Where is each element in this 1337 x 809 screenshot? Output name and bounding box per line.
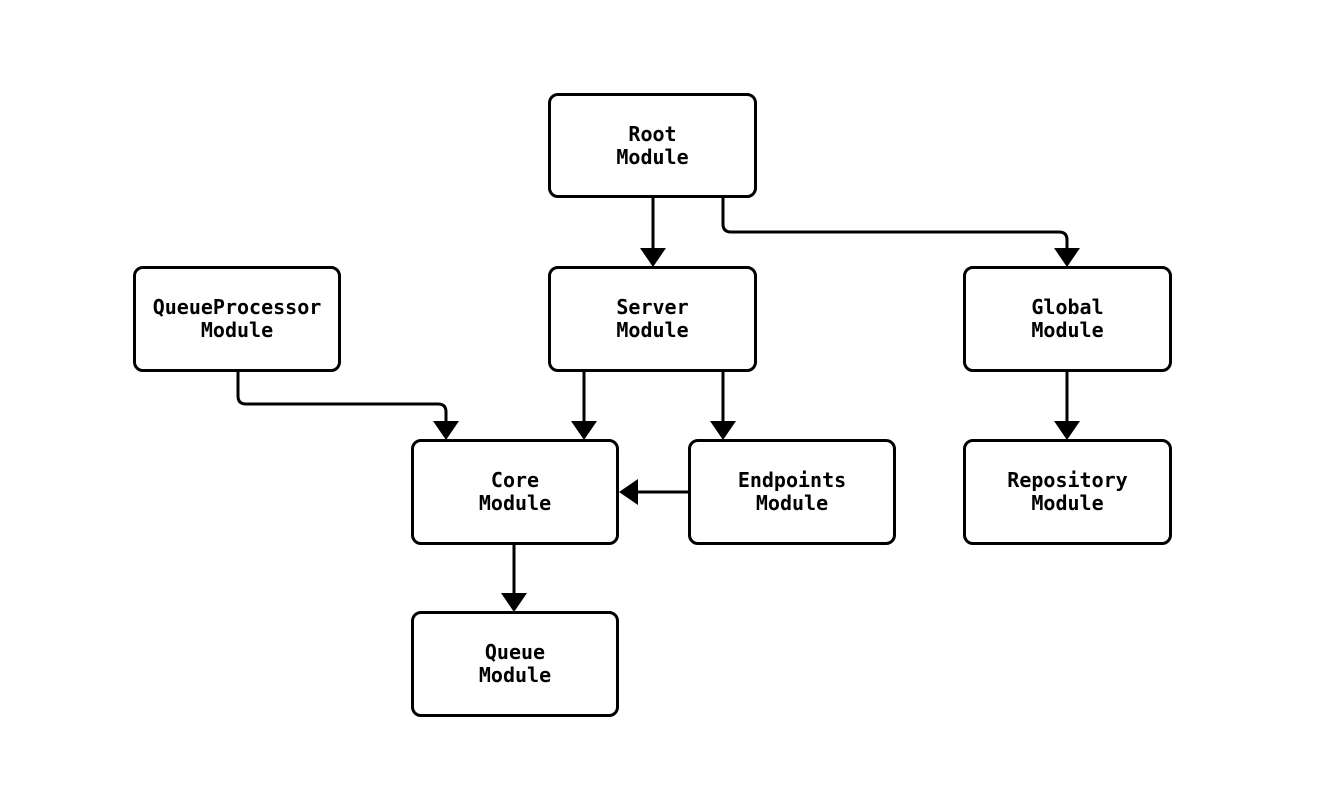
edge-server-to-endpoints — [710, 372, 736, 440]
node-queueprocessor-module: QueueProcessor Module — [133, 266, 341, 372]
node-core-module: Core Module — [411, 439, 619, 545]
node-queue-module: Queue Module — [411, 611, 619, 717]
edge-endpoints-to-core — [619, 479, 688, 505]
edge-global-to-repository — [1054, 372, 1080, 440]
edge-root-to-server — [640, 198, 666, 267]
edge-core-to-queue — [501, 545, 527, 612]
edge-root-to-global — [721, 198, 1080, 267]
edge-queueprocessor-to-core — [236, 372, 459, 440]
edge-server-to-core — [571, 372, 597, 440]
node-server-module: Server Module — [548, 266, 757, 372]
node-root-module: Root Module — [548, 93, 757, 198]
node-repository-module: Repository Module — [963, 439, 1172, 545]
node-global-module: Global Module — [963, 266, 1172, 372]
node-endpoints-module: Endpoints Module — [688, 439, 896, 545]
